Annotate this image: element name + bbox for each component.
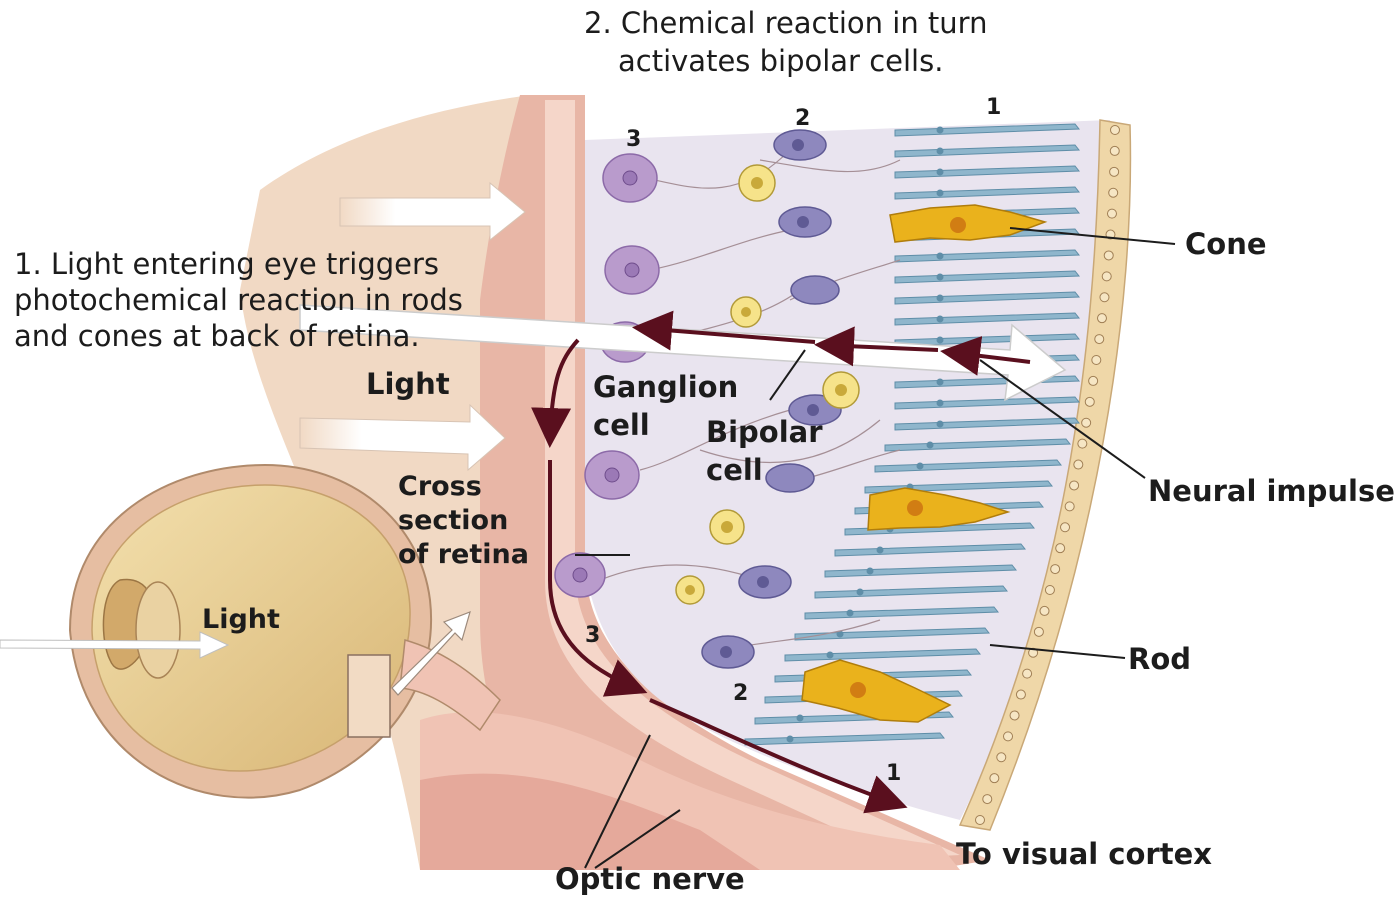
pigment-cell xyxy=(1056,544,1065,553)
rod-nucleus xyxy=(787,736,794,743)
pigment-cell xyxy=(1104,251,1113,260)
pigment-cell xyxy=(1100,293,1109,302)
rod-nucleus xyxy=(937,295,944,302)
pigment-cell xyxy=(1065,502,1074,511)
pigment-cell xyxy=(1023,669,1032,678)
pigment-cell xyxy=(976,816,985,825)
step1-caption-line3: and cones at back of retina. xyxy=(14,319,420,353)
rod-label: Rod xyxy=(1128,642,1191,676)
rod-nucleus xyxy=(937,316,944,323)
rod-nucleus xyxy=(937,274,944,281)
rod-nucleus xyxy=(937,400,944,407)
to-visual-cortex-label: To visual cortex xyxy=(956,837,1212,871)
bipolar-label-line1: Bipolar xyxy=(706,415,823,449)
pigment-cell xyxy=(1085,397,1094,406)
layer-number-bottom-3: 3 xyxy=(585,623,600,648)
pigment-cell xyxy=(983,795,992,804)
rod-nucleus xyxy=(927,442,934,449)
pigment-cell xyxy=(1078,439,1087,448)
optic-nerve-label: Optic nerve xyxy=(555,862,745,896)
cone-label: Cone xyxy=(1185,227,1267,261)
pigment-cell xyxy=(1110,167,1119,176)
pigment-cell xyxy=(1092,356,1101,365)
ganglion-label-line2: cell xyxy=(593,408,650,442)
rod-nucleus xyxy=(827,652,834,659)
pigment-cell xyxy=(1109,188,1118,197)
layer-number-bottom-2: 2 xyxy=(733,681,748,706)
rod-nucleus xyxy=(877,547,884,554)
pigment-cell xyxy=(1107,209,1116,218)
step1-caption-line1: 1. Light entering eye triggers xyxy=(14,247,439,281)
pigment-cell xyxy=(1102,272,1111,281)
bipolar-cell-5 xyxy=(766,464,814,492)
pigment-cell xyxy=(1004,732,1013,741)
pigment-cell xyxy=(1010,711,1019,720)
rod-nucleus xyxy=(917,463,924,470)
rod-nucleus xyxy=(937,421,944,428)
pigment-cell xyxy=(1097,314,1106,323)
pigment-cell xyxy=(1051,565,1060,574)
pigment-cell xyxy=(990,774,999,783)
cross-section-line1: Cross xyxy=(398,471,482,502)
layer-number-top-1: 1 xyxy=(986,95,1001,120)
cross-section-line3: of retina xyxy=(398,539,529,570)
pigment-cell xyxy=(1034,627,1043,636)
pigment-cell xyxy=(997,753,1006,762)
rod-nucleus xyxy=(937,253,944,260)
rod-nucleus xyxy=(867,568,874,575)
pigment-cell xyxy=(1040,606,1049,615)
bipolar-cell-3 xyxy=(791,276,839,304)
rod-nucleus xyxy=(937,169,944,176)
retina-inset-box xyxy=(348,655,390,737)
rod-nucleus xyxy=(937,127,944,134)
rod-nucleus xyxy=(937,379,944,386)
step2-caption-line1: 2. Chemical reaction in turn xyxy=(584,6,987,40)
light-label-upper: Light xyxy=(366,367,450,401)
pigment-cell xyxy=(1110,146,1119,155)
pigment-cell xyxy=(1070,481,1079,490)
pigment-cell xyxy=(1111,126,1120,135)
rod-nucleus xyxy=(857,589,864,596)
rod-nucleus xyxy=(937,190,944,197)
rod-nucleus xyxy=(797,715,804,722)
ganglion-label-line1: Ganglion xyxy=(593,370,738,404)
pigment-cell xyxy=(1082,418,1091,427)
pigment-cell xyxy=(1061,523,1070,532)
step2-caption-line2: activates bipolar cells. xyxy=(618,44,943,78)
pigment-cell xyxy=(1016,690,1025,699)
layer-number-top-3: 3 xyxy=(626,127,641,152)
pigment-cell xyxy=(1045,586,1054,595)
lens xyxy=(136,582,180,678)
rod-nucleus xyxy=(847,610,854,617)
cross-section-line2: section xyxy=(398,505,508,536)
bipolar-label-line2: cell xyxy=(706,453,763,487)
pigment-cell xyxy=(1095,335,1104,344)
neural-impulse-label: Neural impulse xyxy=(1148,474,1395,508)
layer-number-bottom-1: 1 xyxy=(886,761,901,786)
step1-caption-line2: photochemical reaction in rods xyxy=(14,283,463,317)
light-label-eye: Light xyxy=(202,604,280,635)
pigment-cell xyxy=(1089,376,1098,385)
rod-nucleus xyxy=(937,337,944,344)
rod-nucleus xyxy=(937,148,944,155)
pigment-cell xyxy=(1074,460,1083,469)
layer-number-top-2: 2 xyxy=(795,106,810,131)
